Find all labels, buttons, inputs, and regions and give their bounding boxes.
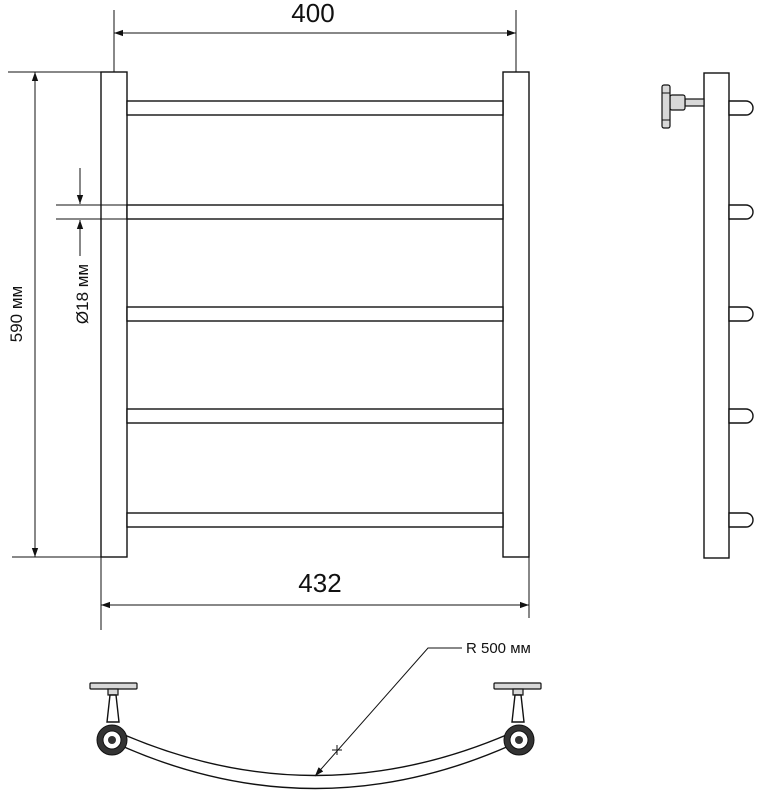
left-mount-bracket (89, 682, 138, 756)
side-stub-1 (728, 100, 754, 116)
height-label: 590 мм (7, 286, 26, 342)
top-width-label: 400 (291, 0, 334, 28)
radius-leader: R 500 мм (314, 640, 531, 777)
right-mount-bracket (493, 682, 542, 756)
radius-label: R 500 мм (466, 640, 531, 657)
front-view (100, 71, 530, 558)
dimension-bottom-width: 432 (100, 557, 530, 630)
crossbar-5 (126, 512, 504, 528)
bottom-width-label: 432 (298, 568, 341, 598)
curved-tube-outer (112, 741, 519, 790)
side-stub-4 (728, 408, 754, 424)
crossbar-1 (126, 100, 504, 116)
right-vertical-post (502, 71, 530, 558)
crossbar-3 (126, 306, 504, 322)
side-stub-5 (728, 512, 754, 528)
side-post (703, 72, 730, 559)
side-stub-2 (728, 204, 754, 220)
curved-tube-inner (119, 732, 512, 777)
wall-bracket (661, 84, 705, 129)
dimension-top-width: 400 (113, 0, 517, 72)
side-stub-3 (728, 306, 754, 322)
tube-diameter-label: Ø18 мм (73, 264, 92, 324)
dimension-tube-diameter: Ø18 мм (56, 168, 127, 324)
crossbar-2 (126, 204, 504, 220)
left-vertical-post (100, 71, 128, 558)
top-view: R 500 мм (89, 640, 542, 790)
crossbar-4 (126, 408, 504, 424)
side-view (661, 72, 754, 559)
dimension-height: 590 мм (7, 71, 101, 558)
